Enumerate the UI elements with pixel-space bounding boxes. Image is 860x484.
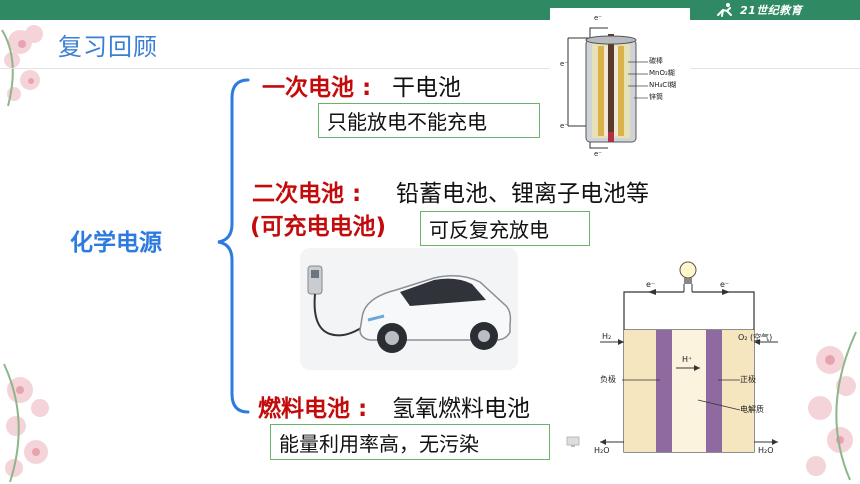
fuel-cell-water-right: H₂O [758, 446, 774, 455]
fuel-cell-electron-left: e⁻ [646, 280, 656, 289]
primary-battery-note-box: 只能放电不能充电 [318, 103, 540, 138]
fuel-cell-term: 燃料电池 : [258, 396, 368, 422]
flower-decoration-bottom-right [806, 331, 857, 481]
screen-icon [566, 436, 580, 447]
fuel-cell-positive-electrode: 正极 [740, 375, 756, 384]
logo-text: 21世纪教育 [740, 4, 803, 17]
secondary-battery-examples: 铅蓄电池、锂离子电池等 [396, 181, 649, 207]
dry-cell-figure [567, 27, 648, 149]
primary-battery-note: 只能放电不能充电 [327, 110, 487, 134]
secondary-battery-note: 可反复充放电 [429, 218, 549, 242]
fuel-cell-ion: H⁺ [682, 355, 693, 364]
fuel-cell-water-left: H₂O [594, 446, 610, 455]
dry-cell-label-carbon: 碳棒 [649, 57, 663, 65]
brand-logo: 21世纪教育 [690, 0, 860, 20]
secondary-battery-alias: (可充电电池) [250, 214, 387, 240]
primary-battery-term: 一次电池 : [262, 75, 372, 101]
dry-cell-label-zinc: 锌筒 [649, 93, 663, 101]
dry-cell-electron-top: e⁻ [594, 14, 603, 22]
fuel-cell-examples: 氢氧燃料电池 [392, 396, 530, 422]
flower-decoration-bottom-left [3, 363, 49, 483]
runner-logo-icon [717, 3, 732, 17]
electric-car-icon [307, 265, 512, 353]
secondary-battery-note-box: 可反复充放电 [420, 211, 590, 246]
fuel-cell-electron-right: e⁻ [720, 280, 730, 289]
root-label: 化学电源 [70, 230, 162, 256]
fuel-cell-figure [600, 261, 778, 453]
flower-decoration-top-left [1, 25, 43, 107]
dry-cell-electron-bottom-left: e⁻ [560, 122, 569, 130]
dry-cell-electron-left: e⁻ [560, 60, 569, 68]
dry-cell-electron-bottom: e⁻ [594, 150, 603, 158]
fuel-cell-note-box: 能量利用率高，无污染 [270, 424, 550, 460]
dry-cell-label-nh4cl: NH₄Cl糊 [649, 81, 677, 89]
primary-battery-examples: 干电池 [392, 75, 461, 101]
dry-cell-diagram: 碳棒 MnO₂糊 NH₄Cl糊 锌筒 e⁻ e⁻ e⁻ e⁻ [550, 8, 690, 162]
electric-car-image [300, 248, 518, 370]
fuel-cell-o2-inlet: O₂ (空气) [738, 333, 773, 342]
fuel-cell-h2-inlet: H₂ [602, 332, 612, 341]
dry-cell-label-mno2: MnO₂糊 [649, 69, 675, 77]
fuel-cell-negative-electrode: 负极 [600, 375, 616, 384]
secondary-battery-term: 二次电池 : [252, 181, 362, 207]
fuel-cell-note: 能量利用率高，无污染 [279, 431, 479, 456]
header-divider [0, 68, 860, 69]
page-title: 复习回顾 [58, 33, 158, 61]
fuel-cell-diagram: e⁻ e⁻ H₂ O₂ (空气) H⁺ 负极 正极 电解质 H₂O H₂O [590, 258, 786, 472]
fuel-cell-electrolyte: 电解质 [740, 405, 764, 414]
curly-brace [217, 78, 250, 414]
